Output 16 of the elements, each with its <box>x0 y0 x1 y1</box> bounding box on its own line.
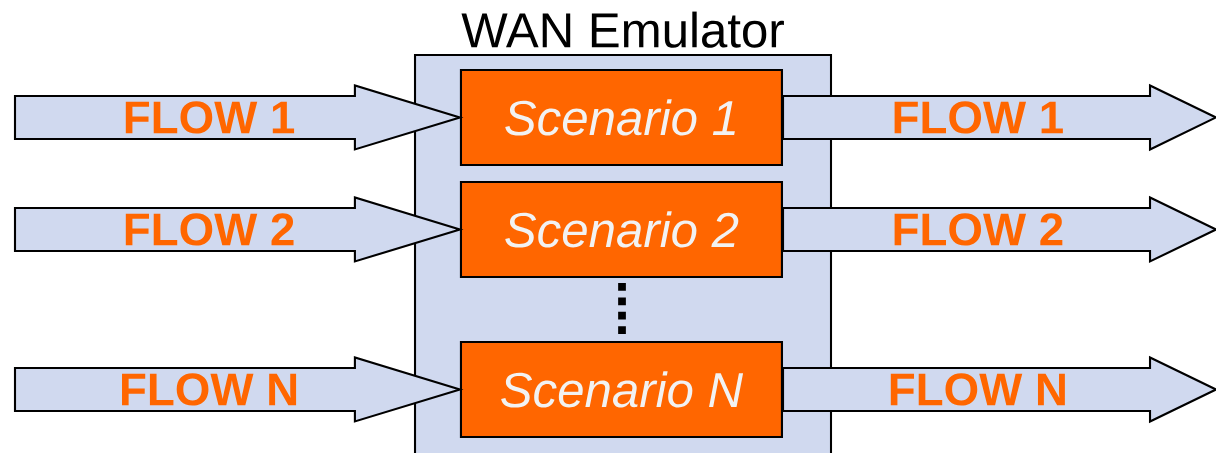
scenario-box: Scenario 1 <box>459 68 783 166</box>
block-arrow <box>13 356 464 423</box>
block-arrow <box>13 196 464 263</box>
edge-label: FLOW 2 <box>894 213 1063 246</box>
block-arrow <box>781 355 1216 424</box>
edge-label: FLOW 2 <box>125 213 294 246</box>
edge-label: FLOW 1 <box>894 101 1063 134</box>
scenario-box: Scenario 2 <box>459 180 783 278</box>
node-label: WAN Emulator <box>461 11 784 48</box>
block-arrow <box>781 83 1216 152</box>
block-arrow <box>13 84 464 151</box>
edge-label: FLOW 1 <box>125 101 295 134</box>
scenario-box: Scenario N <box>459 340 783 438</box>
edge-label: FLOW N <box>122 373 297 406</box>
block-arrow <box>781 195 1216 264</box>
edge-label: FLOW N <box>890 373 1065 406</box>
